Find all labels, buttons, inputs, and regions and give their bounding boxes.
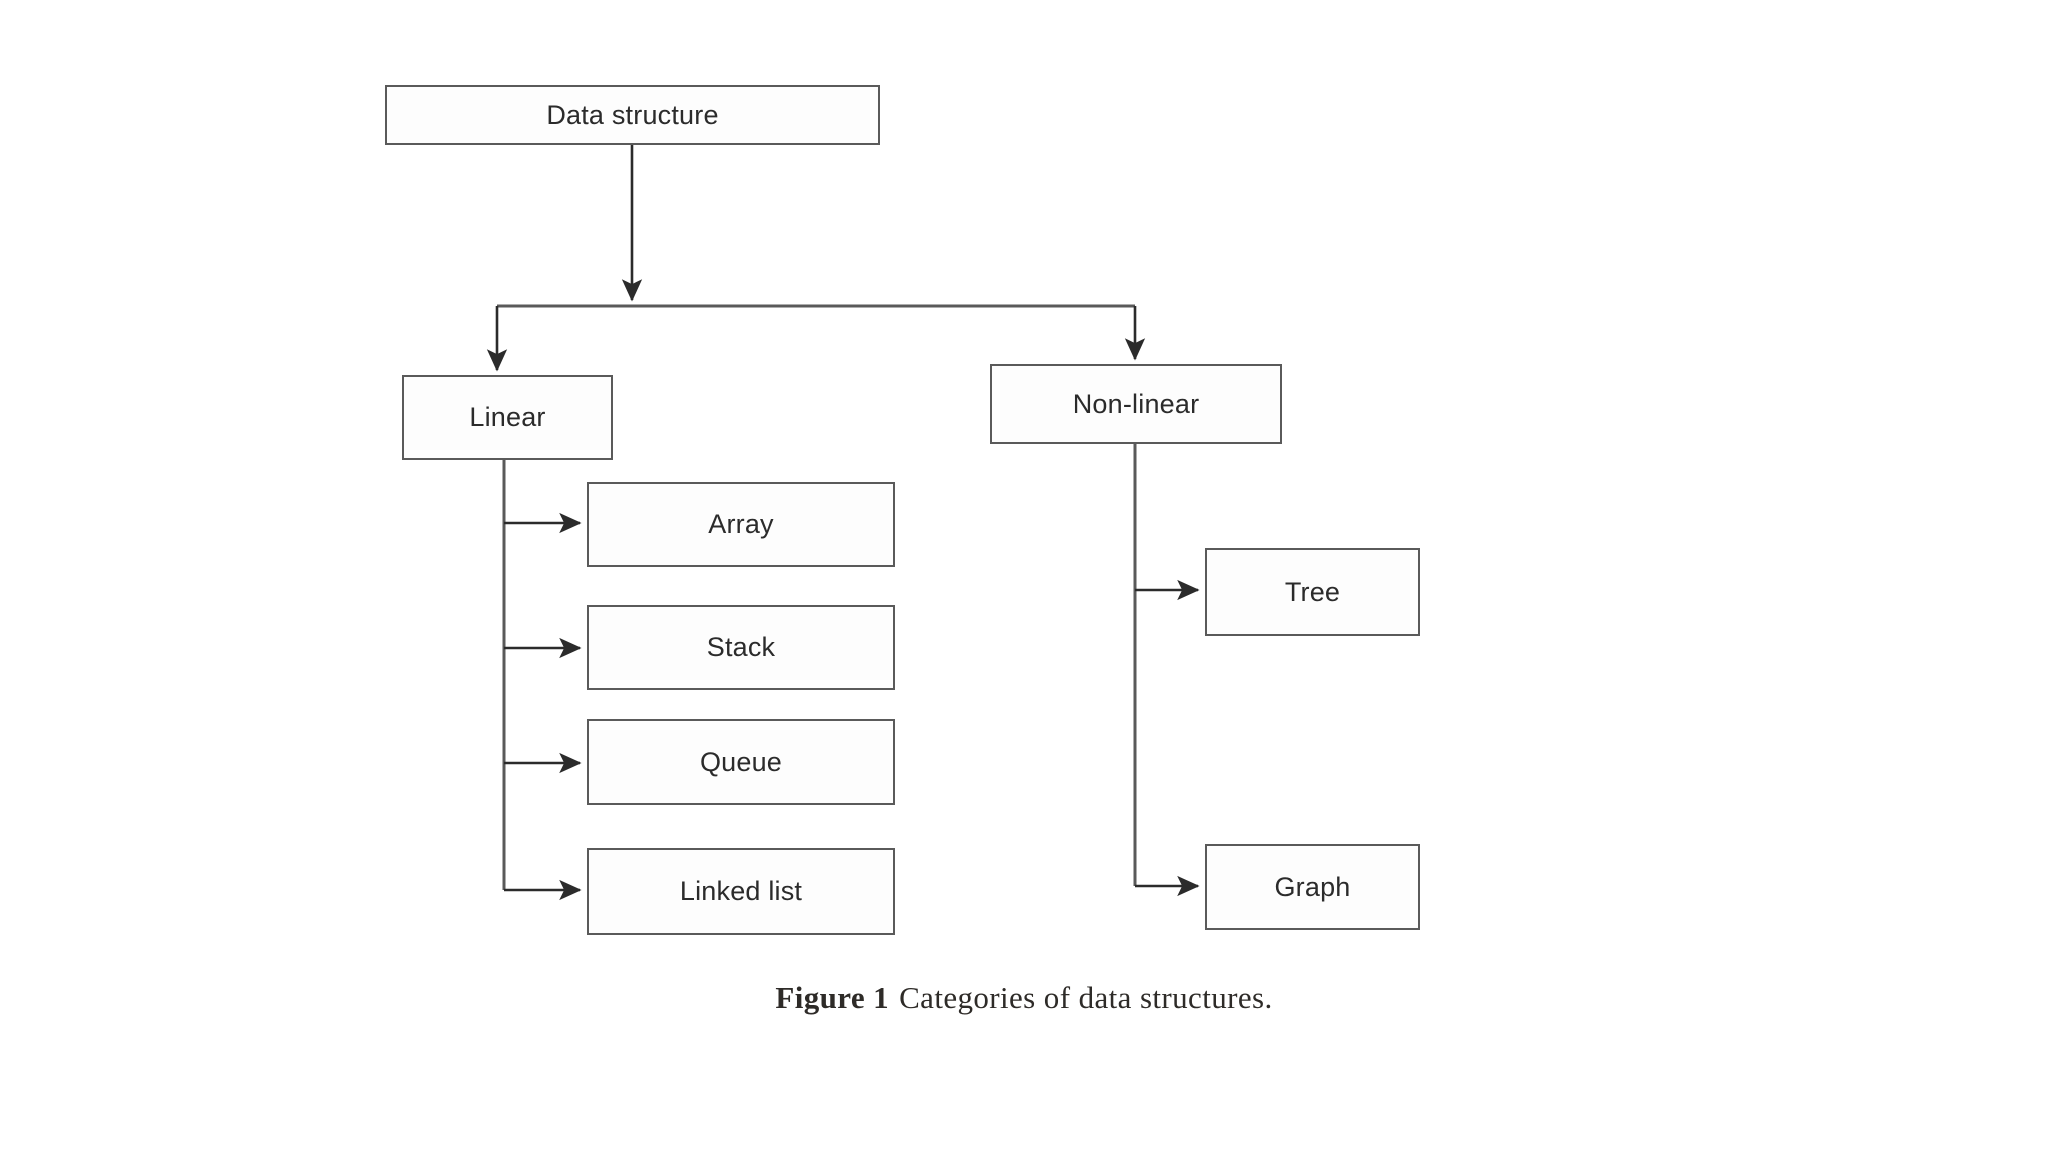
node-stack[interactable]: Stack — [587, 605, 895, 690]
node-label: Stack — [706, 632, 776, 662]
node-label: Graph — [1274, 871, 1351, 902]
node-graph[interactable]: Graph — [1205, 844, 1420, 930]
node-label: Non-linear — [1072, 388, 1200, 419]
node-label: Queue — [699, 746, 783, 777]
node-label: Linear — [469, 402, 546, 432]
node-linear[interactable]: Linear — [402, 375, 613, 460]
node-label: Data structure — [546, 99, 719, 130]
node-label: Tree — [1284, 576, 1341, 607]
figure-caption-text: Categories of data structures. — [899, 980, 1273, 1015]
figure-caption: Figure 1 Categories of data structures. — [0, 980, 2048, 1016]
node-label: Array — [708, 509, 774, 539]
node-tree[interactable]: Tree — [1205, 548, 1420, 636]
node-queue[interactable]: Queue — [587, 719, 895, 805]
node-data-structure[interactable]: Data structure — [385, 85, 880, 145]
node-array[interactable]: Array — [587, 482, 895, 567]
node-label: Linked list — [679, 876, 803, 906]
figure-caption-label: Figure 1 — [775, 980, 890, 1015]
node-linked-list[interactable]: Linked list — [587, 848, 895, 935]
node-non-linear[interactable]: Non-linear — [990, 364, 1282, 444]
